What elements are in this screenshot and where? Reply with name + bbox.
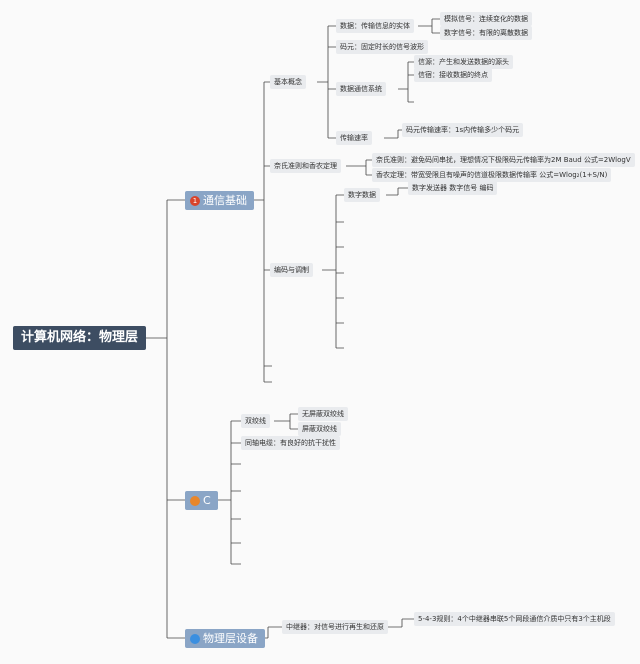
topic-symbol[interactable]: 码元：固定时长的信号波形	[336, 40, 428, 54]
number-badge-icon: 1	[190, 195, 200, 206]
topic-coaxial-cable[interactable]: 同轴电缆：有良好的抗干扰性	[241, 436, 340, 450]
branch-label: 通信基础	[203, 194, 247, 207]
topic-data-comm-system[interactable]: 数据通信系统	[336, 82, 386, 96]
topic-data[interactable]: 数据：传输信息的实体	[336, 19, 414, 33]
branch-label: 物理层设备	[203, 632, 258, 645]
topic-nyquist-shannon[interactable]: 奈氏准则和香农定理	[270, 159, 341, 173]
branch-c[interactable]: C	[185, 491, 218, 510]
topic-encoding-modulation[interactable]: 编码与调制	[270, 263, 313, 277]
topic-repeater[interactable]: 中继器：对信号进行再生和还原	[282, 620, 388, 634]
topic-nyquist-criterion[interactable]: 奈氏准则：避免码间串扰，理想情况下极限码元传输率为2M Baud 公式=2Wlo…	[372, 153, 635, 167]
topic-source[interactable]: 信源：产生和发送数据的源头	[414, 55, 513, 69]
topic-analog-signal[interactable]: 模拟信号：连续变化的数据	[440, 12, 532, 26]
topic-digital-transmitter[interactable]: 数字发送器 数字信号 编码	[408, 181, 498, 195]
branch-label: C	[203, 494, 211, 507]
topic-digital-signal[interactable]: 数字信号：有限的离散数据	[440, 26, 532, 40]
topic-basic-concepts[interactable]: 基本概念	[270, 75, 306, 89]
topic-543-rule[interactable]: 5-4-3规则：4个中继器串联5个网段通信介质中只有3个主机段	[414, 612, 615, 626]
topic-shannon-theorem[interactable]: 香农定理：带宽受限且有噪声的信道极限数据传输率 公式=Wlog₂(1+S/N)	[372, 168, 612, 182]
topic-stp[interactable]: 屏蔽双绞线	[298, 422, 341, 436]
topic-utp[interactable]: 无屏蔽双绞线	[298, 407, 348, 421]
root-topic[interactable]: 计算机网络：物理层	[13, 326, 147, 350]
topic-twisted-pair[interactable]: 双绞线	[241, 414, 270, 428]
topic-symbol-rate[interactable]: 码元传输速率：1s内传输多少个码元	[402, 123, 524, 137]
branch-communication-basics[interactable]: 1 通信基础	[185, 191, 254, 210]
topic-digital-data[interactable]: 数字数据	[344, 188, 380, 202]
topic-transmission-rate[interactable]: 传输速率	[336, 131, 372, 145]
topic-sink[interactable]: 信宿：接收数据的终点	[414, 68, 492, 82]
branch-physical-devices[interactable]: 物理层设备	[185, 629, 265, 648]
dot-badge-icon	[190, 495, 200, 506]
dot-badge-icon	[190, 633, 200, 644]
